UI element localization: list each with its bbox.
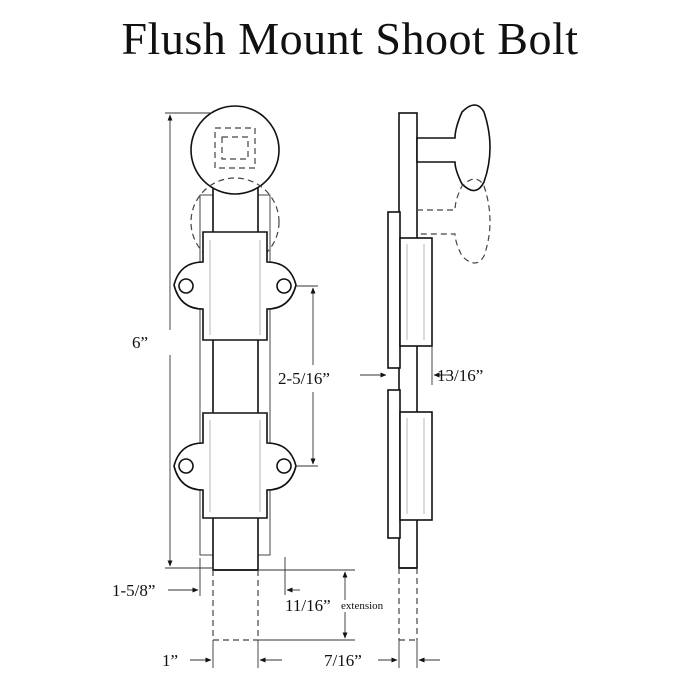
lower-left-screw-hole — [178, 458, 194, 474]
lower-guide-bracket — [173, 412, 297, 519]
dim-bolt-projection — [378, 640, 440, 668]
knob-stem-hidden — [214, 127, 256, 169]
dim-extension — [258, 557, 355, 641]
upper-mount-plate — [387, 211, 401, 369]
knob-stem-inner-hidden — [221, 136, 249, 160]
dim-depth — [360, 346, 452, 385]
depth-label: 13/16” — [437, 366, 483, 385]
dim-hole-spacing — [296, 285, 318, 467]
dim-overall-length — [165, 112, 212, 569]
knob-side — [416, 104, 491, 192]
lower-guide-side — [399, 411, 433, 521]
dim-bolt-width — [168, 558, 201, 596]
bolt-width-label: 1-5/8” — [112, 581, 155, 600]
upper-left-screw-hole — [178, 278, 194, 294]
lower-mount-plate — [387, 389, 401, 539]
bolt-projection-label: 7/16” — [324, 651, 362, 670]
upper-guide-bracket — [173, 231, 297, 341]
upper-right-screw-hole — [276, 278, 292, 294]
overall-length-label: 6” — [132, 333, 148, 352]
extension-word: extension — [341, 600, 384, 612]
side-view — [387, 104, 491, 641]
head-width-label: 1” — [162, 651, 178, 670]
knob-front — [190, 105, 280, 195]
lower-right-screw-hole — [276, 458, 292, 474]
hole-spacing-label: 2-5/16” — [278, 369, 330, 388]
front-view — [173, 105, 297, 641]
knob-extended-hidden — [190, 177, 280, 267]
extension-label: 11/16” — [285, 596, 331, 615]
knob-side-extended-hidden — [417, 178, 491, 264]
diagram-title: Flush Mount Shoot Bolt — [121, 13, 579, 64]
dim-head-width — [190, 640, 282, 668]
upper-guide-side — [399, 237, 433, 347]
